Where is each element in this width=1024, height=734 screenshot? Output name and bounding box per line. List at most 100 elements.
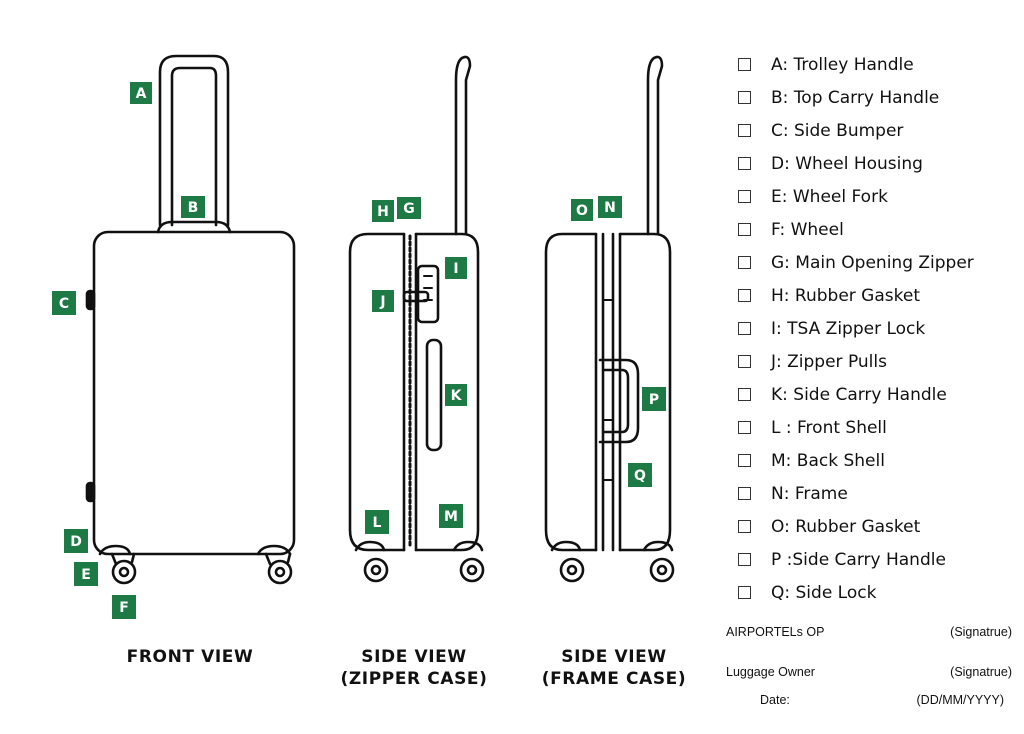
checkbox-icon[interactable] <box>738 586 751 599</box>
svg-text:M: M <box>444 509 458 525</box>
svg-text:K: K <box>451 388 463 404</box>
checkbox-icon[interactable] <box>738 487 751 500</box>
checkbox-icon[interactable] <box>738 520 751 533</box>
checklist-item-q[interactable]: Q: Side Lock <box>738 576 974 609</box>
luggage-diagram: A B C D E F H G I J K L M O N P Q <box>52 54 675 619</box>
front-wheel-housing-right <box>256 544 292 556</box>
caption-line: FRONT VIEW <box>126 647 254 667</box>
svg-text:N: N <box>604 200 616 216</box>
badge-d: D <box>64 529 88 553</box>
checkbox-icon[interactable] <box>738 91 751 104</box>
frame-wheel-right-hub <box>656 564 668 576</box>
checklist-item-d[interactable]: D: Wheel Housing <box>738 147 974 180</box>
side-frame-view-drawing <box>544 55 675 583</box>
checklist-item-a[interactable]: A: Trolley Handle <box>738 48 974 81</box>
checklist-label: E: Wheel Fork <box>771 186 888 207</box>
front-wheel-left <box>111 559 137 585</box>
checklist-item-h[interactable]: H: Rubber Gasket <box>738 279 974 312</box>
checkbox-icon[interactable] <box>738 223 751 236</box>
svg-text:D: D <box>70 534 82 550</box>
svg-text:I: I <box>453 261 458 277</box>
checklist-label: M: Back Shell <box>771 450 885 471</box>
svg-text:E: E <box>81 567 91 583</box>
badge-k: K <box>445 384 467 406</box>
frame-cross-ribs <box>602 299 614 481</box>
signature-hint: (Signatrue) <box>950 665 1012 679</box>
checkbox-icon[interactable] <box>738 553 751 566</box>
signature-label: AIRPORTELs OP <box>726 625 825 639</box>
checkbox-icon[interactable] <box>738 388 751 401</box>
caption-side-frame-view: SIDE VIEW (FRAME CASE) <box>530 646 698 690</box>
checklist-label: N: Frame <box>771 483 848 504</box>
checklist-label: F: Wheel <box>771 219 844 240</box>
frame-wheel-right <box>649 557 675 583</box>
frame-wheel-left <box>559 557 585 583</box>
badge-l: L <box>365 510 389 534</box>
front-side-bumper-top <box>85 289 96 311</box>
checkbox-icon[interactable] <box>738 256 751 269</box>
svg-text:G: G <box>403 201 415 217</box>
svg-text:C: C <box>59 296 69 312</box>
svg-text:Q: Q <box>634 468 646 484</box>
front-wheel-left-hub <box>118 566 130 578</box>
front-shell <box>92 230 296 556</box>
checkbox-icon[interactable] <box>738 322 751 335</box>
zipper-wheel-right-hub <box>466 564 478 576</box>
checklist-item-g[interactable]: G: Main Opening Zipper <box>738 246 974 279</box>
checklist-label: B: Top Carry Handle <box>771 87 940 108</box>
checkbox-icon[interactable] <box>738 58 751 71</box>
front-view-drawing <box>85 54 296 585</box>
badge-m: M <box>439 504 463 528</box>
checkbox-icon[interactable] <box>738 190 751 203</box>
checklist-item-j[interactable]: J: Zipper Pulls <box>738 345 974 378</box>
front-side-bumper-bottom <box>85 481 96 503</box>
checklist-item-e[interactable]: E: Wheel Fork <box>738 180 974 213</box>
badge-b: B <box>181 196 205 218</box>
checklist-label: A: Trolley Handle <box>771 54 914 75</box>
zipper-shell-outline <box>348 232 480 552</box>
checkbox-icon[interactable] <box>738 421 751 434</box>
badge-q: Q <box>628 463 652 487</box>
frame-shell-outline <box>544 232 672 552</box>
zipper-wheel-housing-right <box>452 540 484 552</box>
svg-text:P: P <box>649 392 659 408</box>
checklist-item-b[interactable]: B: Top Carry Handle <box>738 81 974 114</box>
checklist-item-c[interactable]: C: Side Bumper <box>738 114 974 147</box>
svg-text:L: L <box>373 515 382 531</box>
checklist-item-o[interactable]: O: Rubber Gasket <box>738 510 974 543</box>
zipper-trolley-handle <box>454 55 472 236</box>
checkbox-icon[interactable] <box>738 355 751 368</box>
checkbox-icon[interactable] <box>738 289 751 302</box>
checklist-item-p[interactable]: P :Side Carry Handle <box>738 543 974 576</box>
checklist-item-f[interactable]: F: Wheel <box>738 213 974 246</box>
checkbox-icon[interactable] <box>738 124 751 137</box>
checklist-label: Q: Side Lock <box>771 582 877 603</box>
badge-p: P <box>642 387 666 411</box>
zipper-pulls <box>402 290 430 303</box>
badge-n: N <box>598 196 622 218</box>
checkbox-icon[interactable] <box>738 157 751 170</box>
front-wheel-fork <box>110 552 292 566</box>
badge-h: H <box>372 200 394 222</box>
badge-i: I <box>445 257 467 279</box>
caption-line: SIDE VIEW <box>361 647 467 667</box>
svg-text:J: J <box>379 294 385 310</box>
checkbox-icon[interactable] <box>738 454 751 467</box>
checklist-item-k[interactable]: K: Side Carry Handle <box>738 378 974 411</box>
front-trolley-handle <box>158 54 230 227</box>
checklist-label: I: TSA Zipper Lock <box>771 318 926 339</box>
svg-text:F: F <box>119 600 129 616</box>
badge-j: J <box>372 290 394 312</box>
checklist-item-m[interactable]: M: Back Shell <box>738 444 974 477</box>
checklist-item-n[interactable]: N: Frame <box>738 477 974 510</box>
zipper-wheel-right <box>459 557 485 583</box>
checklist-item-l[interactable]: L : Front Shell <box>738 411 974 444</box>
front-top-carry-handle <box>156 220 232 234</box>
front-wheel-housing-left <box>98 544 132 556</box>
checklist-label: O: Rubber Gasket <box>771 516 921 537</box>
caption-line: (ZIPPER CASE) <box>340 669 488 689</box>
badge-e: E <box>74 562 98 586</box>
frame-wheel-left-hub <box>566 564 578 576</box>
badge-o: O <box>571 199 593 221</box>
checklist-item-i[interactable]: I: TSA Zipper Lock <box>738 312 974 345</box>
